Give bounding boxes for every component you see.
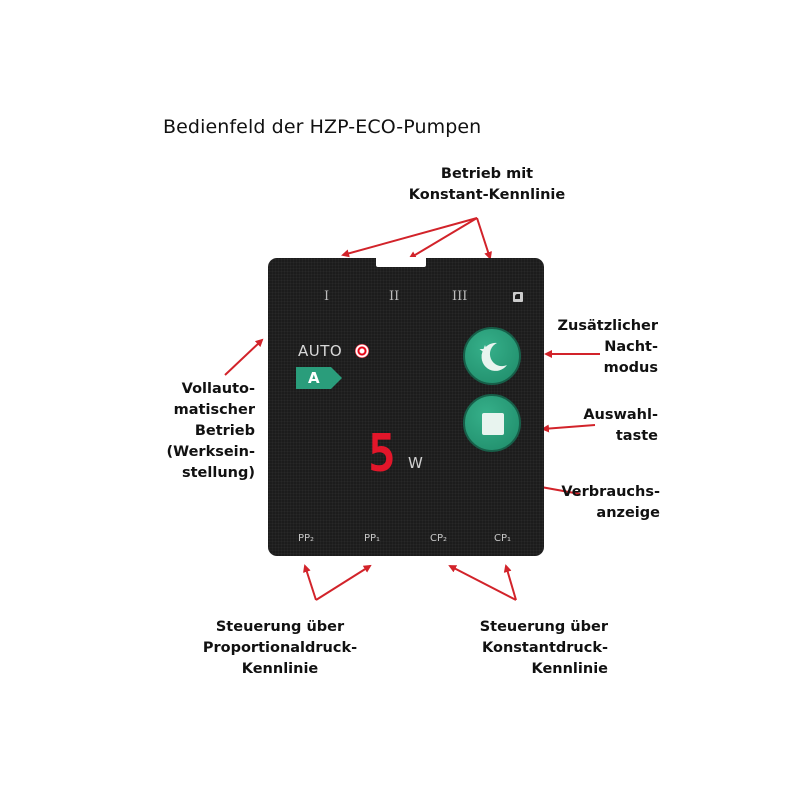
label-night-mode: Zusätzlicher Nacht- modus [557, 318, 658, 376]
label-constant-pressure: Steuerung über Konstantdruck- Kennlinie [479, 619, 608, 677]
arrow-pp1 [315, 564, 372, 601]
square-icon [482, 413, 504, 435]
half-circle-icon [513, 292, 523, 302]
label-proportional-pressure: Steuerung über Proportionaldruck- Kennli… [202, 619, 358, 677]
arrow-auto [224, 338, 264, 376]
pp1-label: PP₁ [364, 533, 381, 544]
arrow-select [541, 424, 596, 433]
cp2-label: CP₂ [430, 533, 448, 544]
auto-led-indicator [355, 344, 369, 358]
arrow-pp2 [303, 564, 317, 601]
auto-label: AUTO [298, 342, 343, 360]
label-constant-curve: Betrieb mit Konstant-Kennlinie [408, 166, 566, 203]
cp1-label: CP₁ [494, 533, 512, 544]
arrow-cp1 [503, 564, 517, 601]
arrow-cp2 [448, 565, 517, 601]
diagram-title: Bedienfeld der HZP-ECO-Pumpen [163, 116, 482, 138]
pp2-label: PP₂ [298, 533, 315, 544]
arrow-top-left [341, 217, 478, 258]
select-button[interactable] [463, 394, 521, 452]
arrow-top-right [476, 217, 492, 260]
consumption-display-value: 5 [368, 422, 397, 484]
label-consumption-display: Verbrauchs- anzeige [561, 484, 660, 521]
arrow-top-mid [408, 217, 478, 260]
mode-ii-label: II [389, 289, 400, 304]
label-auto-mode: Vollauto- matischer Betrieb (Werksein- s… [166, 381, 255, 481]
panel-notch [376, 257, 426, 267]
moon-star-icon [479, 342, 507, 371]
mode-iii-label: III [452, 289, 468, 304]
night-mode-button[interactable] [463, 327, 521, 385]
consumption-display-unit: W [408, 454, 423, 472]
label-select-button: Auswahl- taste [583, 407, 658, 444]
auto-badge: A [296, 367, 342, 389]
mode-i-label: I [324, 289, 330, 304]
control-panel: I II III AUTO A 5 W PP₂ PP₁ CP₂ CP₁ [268, 257, 544, 556]
